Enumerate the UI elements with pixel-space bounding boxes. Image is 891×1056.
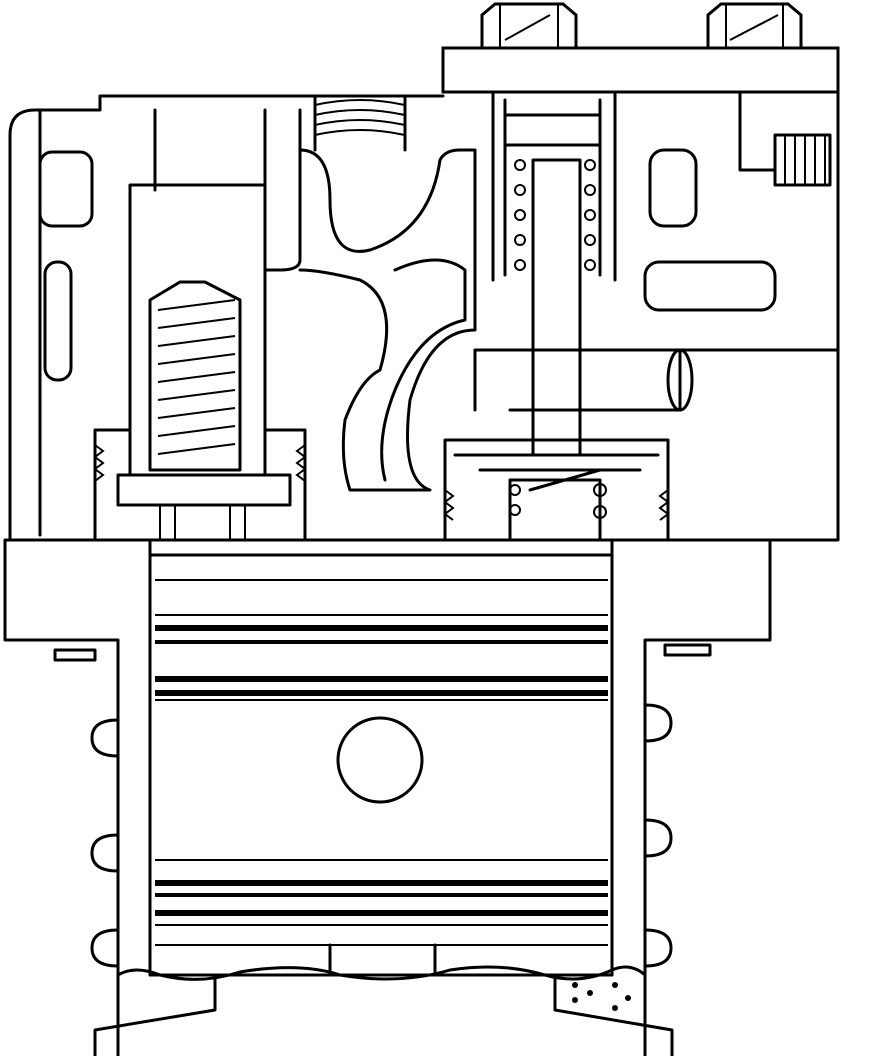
piston — [148, 553, 614, 977]
cooling-fins — [90, 703, 673, 968]
discharge-passage — [298, 148, 477, 492]
coolant-port — [43, 260, 73, 382]
cylinder-bore-wall — [148, 538, 614, 977]
gasket-tab — [53, 643, 712, 662]
suction-fitting-threads — [313, 94, 407, 152]
discharge-valve-assembly — [443, 90, 840, 542]
cylinder-flange — [3, 538, 772, 1056]
casting-texture — [572, 982, 631, 1011]
connecting-rod — [93, 943, 674, 1056]
discharge-passage-inner — [380, 258, 467, 482]
valve-cover-plate — [441, 46, 840, 94]
coolant-port — [38, 150, 94, 228]
head-inner-wall — [38, 108, 302, 537]
suction-valve-assembly — [93, 183, 307, 542]
cutaway-break-line — [116, 965, 647, 981]
coolant-port — [648, 148, 698, 228]
coolant-port — [643, 260, 777, 312]
head-bolt-left — [480, 2, 578, 50]
cylinder-head-body — [8, 90, 840, 542]
piston-pin — [336, 716, 424, 804]
side-plug-threads — [738, 90, 832, 187]
head-bolt-right — [706, 2, 803, 50]
